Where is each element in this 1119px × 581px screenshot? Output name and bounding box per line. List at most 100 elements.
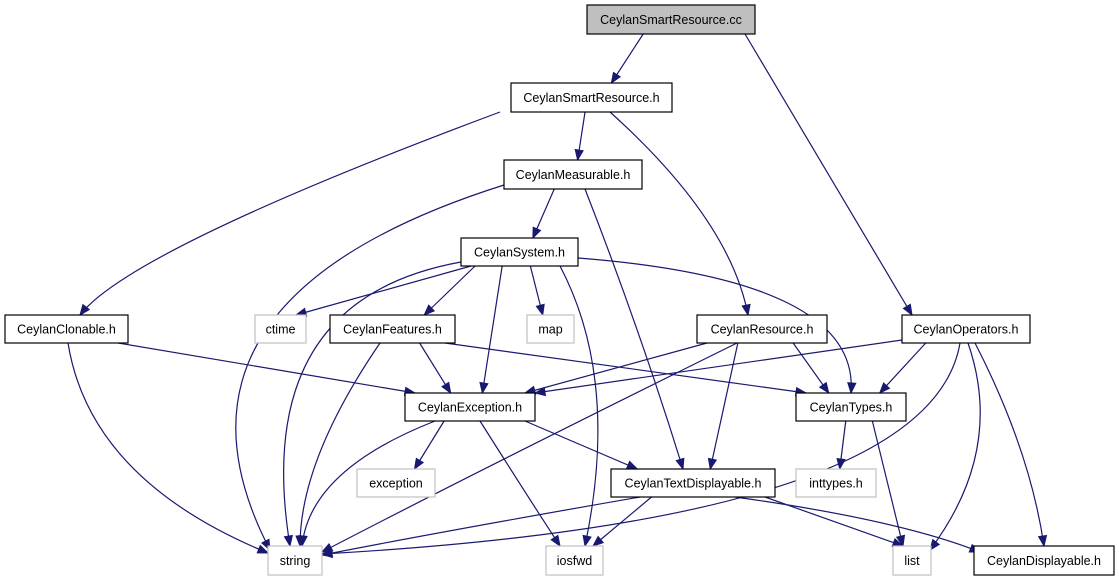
node-iosfwd: iosfwd (545, 545, 604, 576)
edge-resource-to-types (792, 342, 830, 395)
edges-layer (67, 33, 1048, 559)
edge-features-to-string (295, 342, 381, 548)
node-displayable[interactable]: CeylanDisplayable.h (973, 545, 1115, 576)
edge-root-to-operators (744, 33, 913, 317)
node-label: CeylanSystem.h (474, 246, 565, 260)
edge-arrowhead (818, 381, 830, 395)
edge-line (321, 342, 961, 555)
node-map: map (526, 314, 575, 344)
edge-operators-to-exception (533, 339, 903, 397)
node-box (892, 545, 932, 576)
node-box (526, 314, 575, 344)
edge-measurable-to-textdisp (584, 188, 685, 471)
node-root[interactable]: CeylanSmartResource.cc (586, 4, 756, 35)
node-box (610, 468, 776, 498)
edge-line (879, 342, 927, 394)
edge-features-to-types (444, 342, 808, 397)
edge-arrowhead (298, 535, 308, 548)
node-features[interactable]: CeylanFeatures.h (329, 314, 456, 344)
edge-measurable-to-system (532, 188, 555, 240)
node-label: CeylanSmartResource.h (523, 91, 659, 105)
edge-operators-to-displayable (974, 342, 1048, 548)
edge-arrowhead (878, 382, 891, 394)
node-label: CeylanSmartResource.cc (600, 13, 742, 27)
node-operators[interactable]: CeylanOperators.h (901, 314, 1031, 344)
edge-arrowhead (79, 303, 91, 317)
node-box (795, 392, 907, 422)
node-box (503, 159, 643, 190)
edge-arrowhead (847, 382, 857, 395)
edge-line (479, 420, 561, 547)
edge-line (321, 342, 738, 553)
node-clonable[interactable]: CeylanClonable.h (4, 314, 129, 344)
node-box (901, 314, 1031, 344)
node-exception[interactable]: CeylanException.h (404, 392, 536, 422)
edge-arrowhead (675, 457, 685, 471)
edge-arrowhead (707, 457, 718, 471)
edge-line (534, 339, 903, 394)
edge-line (301, 420, 436, 547)
node-label: CeylanFeatures.h (343, 323, 442, 337)
node-box (254, 314, 307, 344)
edge-resource-to-textdisp (707, 342, 739, 471)
edge-system-to-iosfwd (559, 265, 599, 548)
node-types[interactable]: CeylanTypes.h (795, 392, 907, 422)
edge-system-to-types (577, 257, 857, 395)
node-measurable[interactable]: CeylanMeasurable.h (503, 159, 643, 190)
node-box (545, 545, 604, 576)
edge-arrowhead (902, 303, 913, 317)
edge-line (444, 342, 807, 394)
edge-system-to-string (283, 261, 462, 548)
edge-arrowhead (929, 538, 941, 552)
node-box (267, 545, 323, 576)
edge-line (929, 342, 981, 551)
edge-resource-to-string (320, 342, 738, 553)
edge-arrowhead (413, 457, 425, 471)
node-box (460, 237, 579, 267)
edge-smartres-to-clonable (79, 111, 501, 317)
node-system[interactable]: CeylanSystem.h (460, 237, 579, 267)
edge-textdisp-to-iosfwd (591, 496, 652, 547)
node-box (510, 82, 673, 113)
edge-arrowhead (1037, 534, 1048, 548)
edge-features-to-exception (419, 342, 452, 395)
node-label: iosfwd (557, 554, 592, 568)
edge-line (609, 111, 749, 316)
node-smartres[interactable]: CeylanSmartResource.h (510, 82, 673, 113)
node-label: CeylanException.h (418, 401, 522, 415)
edge-arrowhead (836, 457, 846, 471)
edge-line (423, 265, 476, 316)
node-box (973, 545, 1115, 576)
edge-clonable-to-string (67, 342, 270, 554)
edge-arrowhead (550, 534, 561, 548)
node-box (586, 4, 756, 35)
edge-arrowhead (256, 544, 270, 554)
edge-resource-to-exception (523, 342, 708, 395)
node-box (696, 314, 828, 344)
node-list: list (892, 545, 932, 576)
nodes-layer: CeylanSmartResource.ccCeylanSmartResourc… (4, 4, 1115, 576)
edge-arrowhead (625, 460, 639, 470)
edge-line (577, 257, 852, 394)
node-box (329, 314, 456, 344)
edge-types-to-inttypes (836, 420, 847, 471)
edge-line (592, 496, 652, 547)
edge-line (524, 420, 638, 470)
edge-arrowhead (423, 304, 436, 316)
edge-line (321, 496, 641, 556)
edge-system-to-map (529, 265, 545, 317)
edge-system-to-ctime (294, 265, 472, 317)
edge-line (67, 342, 269, 554)
edge-exception-to-iosfwd (479, 420, 561, 548)
node-resource[interactable]: CeylanResource.h (696, 314, 828, 344)
edge-operators-to-types (878, 342, 927, 394)
node-textdisp[interactable]: CeylanTextDisplayable.h (610, 468, 776, 498)
edge-operators-to-string (320, 342, 961, 559)
edge-types-to-list (871, 420, 906, 548)
edge-root-to-smartres (610, 33, 644, 85)
node-box (4, 314, 129, 344)
edge-arrowhead (320, 548, 334, 558)
node-label: CeylanTypes.h (810, 401, 893, 415)
edge-arrowhead (574, 148, 584, 162)
node-box (795, 468, 877, 498)
